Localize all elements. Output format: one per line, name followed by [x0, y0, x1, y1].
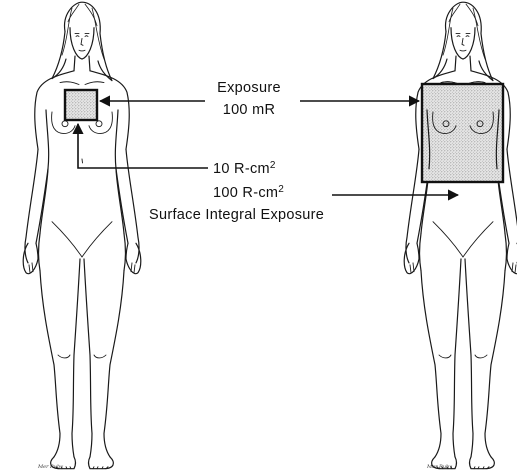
exposure-label-line1: Exposure: [217, 80, 281, 96]
small-field-unit-exponent: 2: [270, 160, 276, 171]
small-integral-arrow: [78, 124, 208, 168]
small-field-integral-label: 10 R-cm2: [213, 160, 276, 177]
large-field-integral-label: 100 R-cm2: [213, 184, 284, 201]
artist-signature-left: Mer Ruby: [37, 464, 63, 470]
artist-signature-right: Mer Ruby: [426, 464, 452, 470]
right-figure: [404, 2, 517, 468]
large-field-value: 100 R-cm: [213, 185, 278, 201]
surface-integral-caption: Surface Integral Exposure: [149, 207, 324, 223]
left-figure: [23, 2, 141, 468]
exposure-label-line2: 100 mR: [223, 102, 276, 118]
large-exposure-field: [422, 84, 503, 182]
small-exposure-field: [65, 90, 97, 120]
small-field-value: 10 R-cm: [213, 161, 270, 177]
large-field-unit-exponent: 2: [278, 184, 284, 195]
